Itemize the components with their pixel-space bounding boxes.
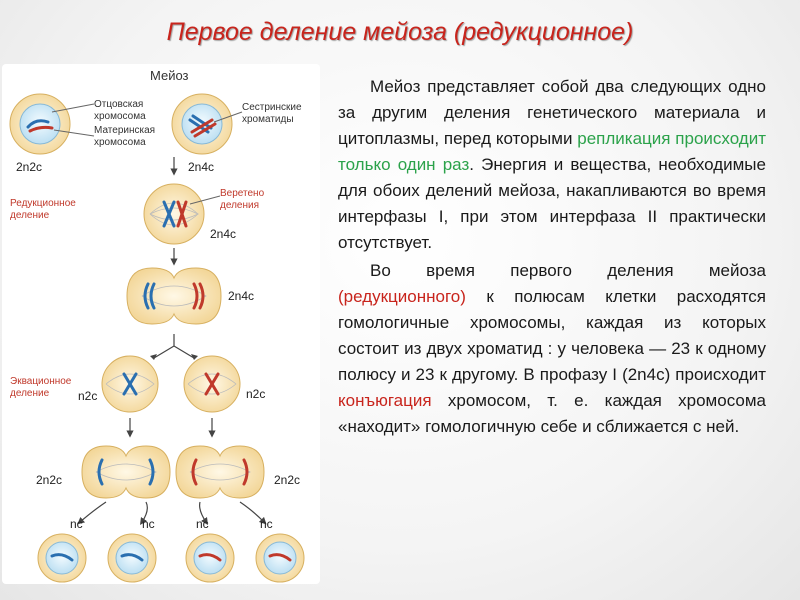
label-reduction-1: Редукционное (10, 198, 76, 209)
meiosis-diagram: Мейоз Отцовская хромосома Материнская хр… (2, 64, 320, 584)
formula-nc-1: nc (70, 517, 83, 531)
formula-nc-2: nc (142, 517, 155, 531)
cell-anaphase-1 (126, 267, 222, 325)
label-reduction-2: деление (10, 210, 50, 221)
formula-n2c-left: n2c (78, 389, 97, 403)
cell-interphase (9, 93, 71, 155)
gamete-1 (37, 533, 87, 583)
formula-2n4c-mid: 2n4c (210, 227, 236, 241)
formula-2n2c-right: 2n2c (274, 473, 300, 487)
cell-anaphase-2-left (81, 445, 171, 499)
label-maternal-1: Материнская (94, 125, 155, 136)
slide-title: Первое деление мейоза (редукционное) (166, 18, 634, 46)
formula-2n4c-top: 2n4c (188, 160, 214, 174)
formula-n2c-right: n2c (246, 387, 265, 401)
label-maternal-2: хромосома (94, 137, 146, 148)
label-sister-2: хроматиды (242, 114, 294, 125)
formula-2n4c-ana: 2n4c (228, 289, 254, 303)
explanation-text: Мейоз представляет собой два следующих о… (338, 74, 766, 440)
gamete-4 (255, 533, 305, 583)
formula-nc-4: nc (260, 517, 273, 531)
cell-replicated (171, 93, 233, 155)
formula-2n2c-top: 2n2c (16, 160, 42, 174)
label-paternal-1: Отцовская (94, 99, 143, 110)
formula-nc-3: nc (196, 517, 209, 531)
paragraph-1: Мейоз представляет собой два следующих о… (338, 74, 766, 256)
gamete-2 (107, 533, 157, 583)
formula-2n2c-left: 2n2c (36, 473, 62, 487)
diagram-heading: Мейоз (150, 68, 189, 83)
gamete-3 (185, 533, 235, 583)
label-equation-1: Эквационное (10, 376, 72, 387)
p1-text-b: . Энергия и вещества, необходимые для об… (338, 155, 766, 252)
cell-metaphase-2-left (101, 355, 159, 413)
meiosis-diagram-svg: Мейоз Отцовская хромосома Материнская хр… (9, 68, 305, 583)
cell-metaphase-2-right (183, 355, 241, 413)
p2-text-c: хромосом, т. е. каждая хромосома «находи… (338, 391, 766, 436)
cell-anaphase-2-right (175, 445, 265, 499)
label-spindle-1: Веретено (220, 188, 265, 199)
p2-highlight-reduction: (редукционного) (338, 287, 466, 306)
paragraph-2: Во время первого деления мейоза (редукци… (338, 258, 766, 440)
p2-highlight-conjugation: конъюгация (338, 391, 432, 410)
label-sister-1: Сестринские (242, 102, 302, 113)
p1-text-a: Мейоз представляет собой два следующих о… (338, 77, 766, 148)
label-paternal-2: хромосома (94, 111, 146, 122)
p2-text-b: к полюсам клетки расходятся гомологичные… (338, 287, 766, 384)
cell-metaphase-1 (143, 183, 205, 245)
p1-highlight-replication: репликация происходит только один раз (338, 129, 766, 174)
label-spindle-2: деления (220, 200, 259, 211)
label-equation-2: деление (10, 388, 50, 399)
p2-text-a: Во время первого деления мейоза (370, 261, 766, 280)
